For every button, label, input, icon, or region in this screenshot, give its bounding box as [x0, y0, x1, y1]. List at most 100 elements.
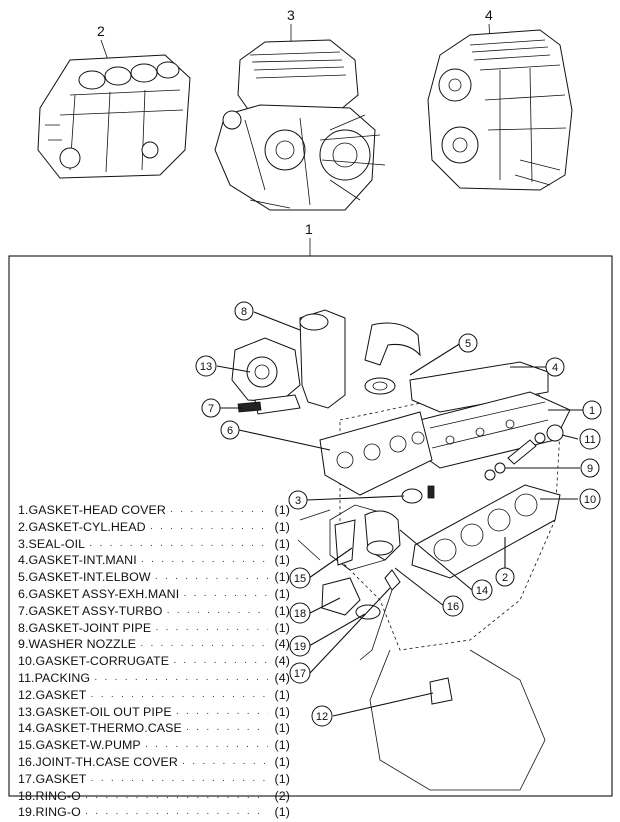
part-quantity: (2) [274, 788, 290, 803]
part-name: 11.PACKING [18, 670, 91, 685]
part-quantity: (1) [274, 519, 290, 534]
svg-text:1: 1 [589, 405, 595, 417]
callout-15: 15 [289, 567, 311, 589]
svg-text:4: 4 [552, 362, 558, 374]
part-quantity: (1) [274, 553, 290, 568]
turbo-pipe-assembly [231, 309, 346, 415]
leader-dots [186, 722, 268, 738]
svg-text:5: 5 [465, 338, 471, 350]
part-quantity: (4) [274, 670, 290, 685]
svg-text:15: 15 [294, 573, 306, 585]
turbo-engine-drawing [214, 39, 386, 211]
part-name: 6.GASKET ASSY-EXH.MANI [18, 586, 180, 601]
part-quantity: (1) [274, 536, 290, 551]
leader-dots [141, 554, 268, 570]
svg-text:11: 11 [584, 434, 595, 446]
parts-list-item: 1.GASKET-HEAD COVER (1) [18, 503, 290, 520]
part-quantity: (1) [274, 721, 290, 736]
part-quantity: (1) [274, 771, 290, 786]
parts-list-item: 12.GASKET (1) [18, 688, 290, 705]
callout-7: 7 [201, 398, 221, 418]
svg-text:7: 7 [208, 403, 214, 415]
leader-dots [85, 806, 268, 822]
parts-list-item: 2.GASKET-CYL.HEAD(1) [18, 520, 290, 537]
part-name: 19.RING-O [18, 805, 81, 820]
svg-text:6: 6 [227, 425, 233, 437]
part-quantity: (1) [274, 503, 290, 517]
parts-list-item: 14.GASKET-THERMO.CASE (1) [18, 721, 290, 738]
manifold-and-cover-gaskets [409, 361, 571, 469]
leader-dots [89, 538, 268, 554]
parts-list-item: 7.GASKET ASSY-TURBO(1) [18, 604, 290, 621]
parts-list-item: 11.PACKING (4) [18, 671, 290, 688]
callout-17: 17 [289, 662, 311, 684]
leader-dots [145, 739, 268, 755]
part-quantity: (1) [274, 805, 290, 820]
part-name: 18.RING-O [18, 788, 81, 803]
callout-16: 16 [442, 595, 464, 617]
assembly-label-3: 3 [287, 7, 295, 23]
part-name: 9.WASHER NOZZLE [18, 637, 137, 652]
part-quantity: (1) [274, 754, 290, 769]
part-quantity: (1) [274, 704, 290, 719]
part-quantity: (4) [274, 637, 290, 652]
callout-1: 1 [582, 400, 602, 420]
svg-text:9: 9 [587, 463, 593, 475]
part-name: 7.GASKET ASSY-TURBO [18, 603, 163, 618]
parts-list-item: 5.GASKET-INT.ELBOW(1) [18, 570, 290, 587]
part-name: 8.GASKET-JOINT PIPE [18, 620, 152, 635]
leader-dots [140, 638, 268, 654]
parts-list-item: 8.GASKET-JOINT PIPE(1) [18, 621, 290, 638]
parts-list-item: 4.GASKET-INT.MANI (1) [18, 553, 290, 570]
leader-dots [85, 790, 268, 806]
exhaust-manifold-gasket [319, 411, 433, 496]
svg-text:2: 2 [502, 572, 508, 584]
parts-list-item: 3.SEAL-OIL(1) [18, 537, 290, 554]
parts-list-item: 19.RING-O (1) [18, 805, 290, 822]
svg-text:3: 3 [295, 495, 301, 507]
complete-engine-drawing [427, 29, 573, 191]
callout-8: 8 [234, 301, 254, 321]
svg-text:19: 19 [294, 641, 306, 653]
nozzle-washers [484, 432, 546, 481]
parts-list-item: 6.GASKET ASSY-EXH.MANI (1) [18, 587, 290, 604]
oil-seal [401, 488, 423, 504]
leader-dots [150, 521, 268, 537]
callout-6: 6 [220, 420, 240, 440]
callout-14: 14 [471, 579, 493, 601]
parts-list-item: 16.JOINT-TH.CASE COVER(1) [18, 755, 290, 772]
leader-dots [90, 689, 268, 705]
leader-dots [182, 756, 268, 772]
callout-3: 3 [288, 490, 308, 510]
seal-stud [427, 485, 435, 499]
svg-text:8: 8 [241, 306, 247, 318]
assembly-label-2: 2 [97, 23, 105, 39]
parts-list-item: 18.RING-O (2) [18, 789, 290, 806]
leader-dots [155, 622, 268, 638]
part-name: 14.GASKET-THERMO.CASE [18, 721, 182, 736]
leader-dots [176, 706, 268, 722]
assembly-label-4: 4 [485, 7, 493, 23]
callout-13: 13 [195, 355, 217, 377]
part-quantity: (1) [274, 687, 290, 702]
part-name: 13.GASKET-OIL OUT PIPE [18, 704, 172, 719]
svg-text:13: 13 [200, 361, 212, 373]
parts-list-item: 17.GASKET (1) [18, 772, 290, 789]
callout-4: 4 [545, 357, 565, 377]
parts-list-item: 15.GASKET-W.PUMP(1) [18, 738, 290, 755]
part-name: 17.GASKET [18, 771, 87, 786]
parts-list-item: 13.GASKET-OIL OUT PIPE (1) [18, 705, 290, 722]
exploded-parts-diagram: 2 3 4 1 [8, 7, 613, 797]
callout-19: 19 [289, 635, 311, 657]
part-name: 1.GASKET-HEAD COVER [18, 503, 166, 517]
svg-text:16: 16 [447, 601, 459, 613]
part-name: 12.GASKET [18, 687, 87, 702]
part-name: 4.GASKET-INT.MANI [18, 553, 137, 568]
svg-text:10: 10 [584, 494, 596, 506]
assembly-label-1: 1 [305, 221, 313, 237]
short-block-drawing [37, 54, 191, 179]
svg-text:17: 17 [294, 668, 306, 680]
leader-dots [170, 504, 268, 520]
leader-dots [94, 672, 268, 688]
part-quantity: (1) [274, 586, 290, 601]
